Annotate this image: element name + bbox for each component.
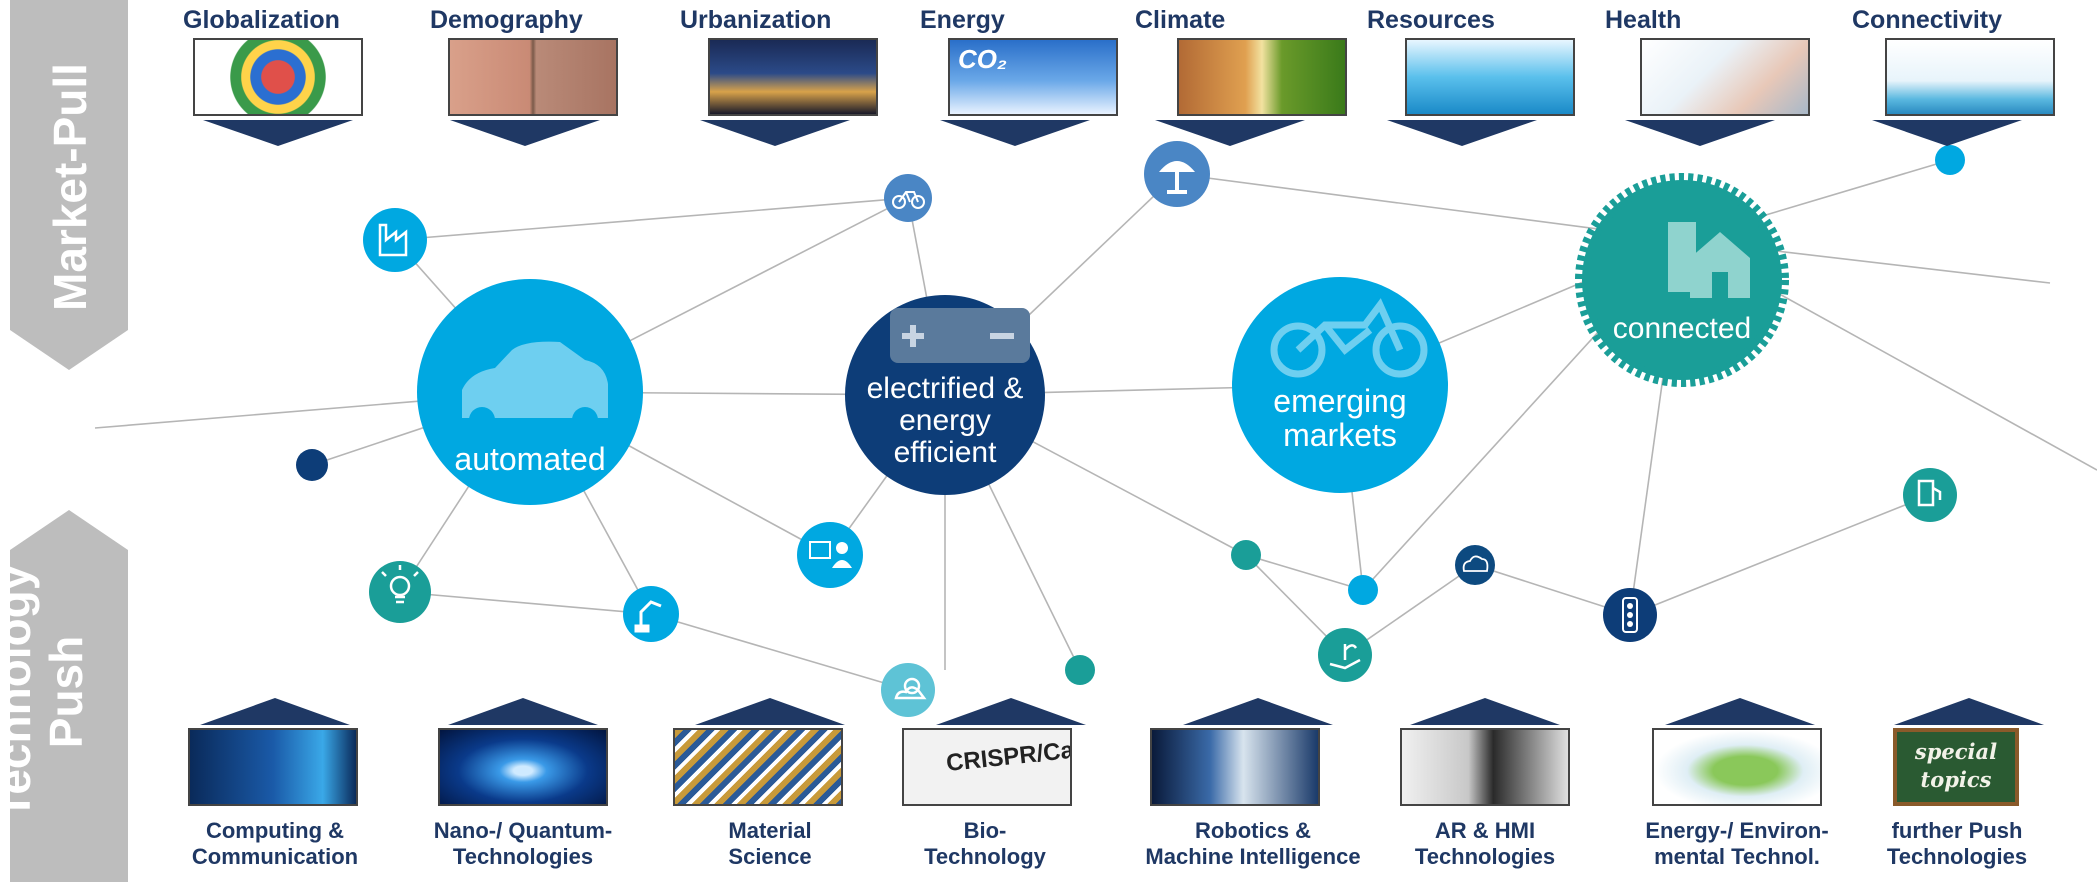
small-nodes [296, 141, 1965, 717]
faces-image [448, 38, 618, 116]
blue-dot-node [1348, 575, 1378, 605]
quantum-image [438, 728, 608, 806]
tech-nano-line1: Nano-/ Quantum- [433, 818, 613, 843]
crispr-image: CRISPR/Cas9 [902, 728, 1072, 806]
car-icon [462, 341, 608, 433]
tech-bio-label: Bio-Technology [870, 818, 1100, 870]
tech-nano-line2: Technologies [452, 844, 594, 869]
chalkboard-text: special topics [1897, 738, 2015, 794]
connectivity-image [1885, 38, 2055, 116]
tech-robotics-line2: Machine Intelligence [1145, 844, 1361, 869]
co2-image: CO₂ [948, 38, 1118, 116]
hub-electrified-line2: energy [899, 404, 991, 437]
lightbulb-node [369, 561, 431, 623]
hub-automated: automated [417, 279, 643, 505]
city-skyline-image [708, 38, 878, 116]
market-pull-side-arrow [10, 0, 128, 370]
house-icon [1668, 222, 1750, 298]
hub-electrified-line1: electrified & [867, 372, 1024, 405]
robot-image [1150, 728, 1320, 806]
climate-image [1177, 38, 1347, 116]
hand-plant-icon [1329, 644, 1361, 670]
tech-nano-quantum-label: Nano-/ Quantum-Technologies [408, 818, 638, 870]
tech-energy-env-label: Energy-/ Environ-mental Technol. [1622, 818, 1852, 870]
hub-emerging-line1: emerging [1273, 383, 1406, 419]
tech-energy-line2: mental Technol. [1654, 844, 1820, 869]
technology-push-side-arrow [10, 510, 128, 882]
tech-computing-line1: Computing & [205, 818, 345, 843]
driver-globalization-label: Globalization [183, 6, 340, 34]
traffic-light-icon [1622, 597, 1638, 633]
hub-connected: connected [1575, 173, 1789, 387]
market-pull-label: Market-Pull [44, 63, 96, 311]
stethoscope-image [1640, 38, 1810, 116]
small-blue-node [1935, 145, 1965, 175]
chalkboard-text-line1: special [1914, 739, 1998, 764]
tech-robotics-line1: Robotics & [1194, 818, 1312, 843]
chalkboard-text-line2: topics [1920, 767, 1992, 792]
hub-emerging: emerging markets [1232, 277, 1448, 493]
teal-dot-node [1065, 655, 1095, 685]
tech-ar-line2: Technologies [1414, 844, 1556, 869]
tech-ar-line1: AR & HMI [1434, 818, 1536, 843]
driver-connectivity-label: Connectivity [1852, 6, 2003, 34]
robot-arm-icon [634, 600, 662, 633]
tech-further-line2: Technologies [1886, 844, 2028, 869]
tech-bio-line2: Technology [924, 844, 1046, 869]
tech-further-line1: further Push [1891, 818, 2023, 843]
technology-push-line2: Push [40, 635, 92, 749]
tech-bio-line1: Bio- [963, 818, 1007, 843]
driver-demography-label: Demography [430, 6, 583, 34]
tech-material-line1: Material [728, 818, 812, 843]
charging-station-icon [1917, 479, 1942, 507]
parasol-icon [1159, 161, 1195, 194]
teal-dot-node-2 [1231, 540, 1261, 570]
lightbulb-icon [381, 565, 419, 604]
dark-node [296, 449, 328, 481]
driver-climate-label: Climate [1135, 6, 1226, 34]
tech-material-line2: Science [728, 844, 812, 869]
globe-flags-image [193, 38, 363, 116]
technology-push-arrows [200, 698, 2044, 725]
tech-computing-line2: Communication [191, 844, 359, 869]
hub-emerging-line2: markets [1283, 417, 1397, 453]
co2-cloud-icon [1462, 555, 1489, 572]
tech-energy-line1: Energy-/ Environ- [1645, 818, 1829, 843]
tech-robotics-label: Robotics &Machine Intelligence [1118, 818, 1388, 870]
robot-arm-node [623, 586, 679, 642]
tech-computing-label: Computing &Communication [160, 818, 390, 870]
technology-push-line1: Technology [0, 564, 40, 820]
co2-cloud-node [1455, 545, 1495, 585]
nanotube-image [673, 728, 843, 806]
vr-headset-image [1400, 728, 1570, 806]
charging-node [1903, 468, 1957, 522]
battery-icon [890, 308, 1030, 363]
market-pull-arrows [203, 120, 2022, 146]
driver-health-label: Health [1605, 6, 1682, 34]
crispr-image-text: CRISPR/Cas9 [944, 733, 1072, 778]
lightbulb-grass-image [1652, 728, 1822, 806]
motorbike-icon [1270, 298, 1428, 378]
driver-urbanization-label: Urbanization [680, 6, 832, 34]
hub-connected-label: connected [1613, 312, 1751, 345]
hub-electrified: electrified & energy efficient [845, 295, 1045, 495]
hub-automated-label: automated [454, 441, 605, 477]
co2-image-text: CO₂ [958, 44, 1007, 74]
driver-energy-label: Energy [920, 6, 1005, 34]
technology-push-label: Technology Push [0, 552, 92, 832]
weather-icon [894, 677, 927, 700]
water-image [1405, 38, 1575, 116]
server-room-image [188, 728, 358, 806]
bicycle-icon [892, 191, 925, 209]
driver-resources-label: Resources [1367, 6, 1495, 34]
engineer-icon [809, 541, 852, 568]
factory-icon [378, 223, 408, 257]
chalkboard-image: special topics [1893, 728, 2019, 806]
hub-electrified-line3: efficient [894, 436, 998, 469]
